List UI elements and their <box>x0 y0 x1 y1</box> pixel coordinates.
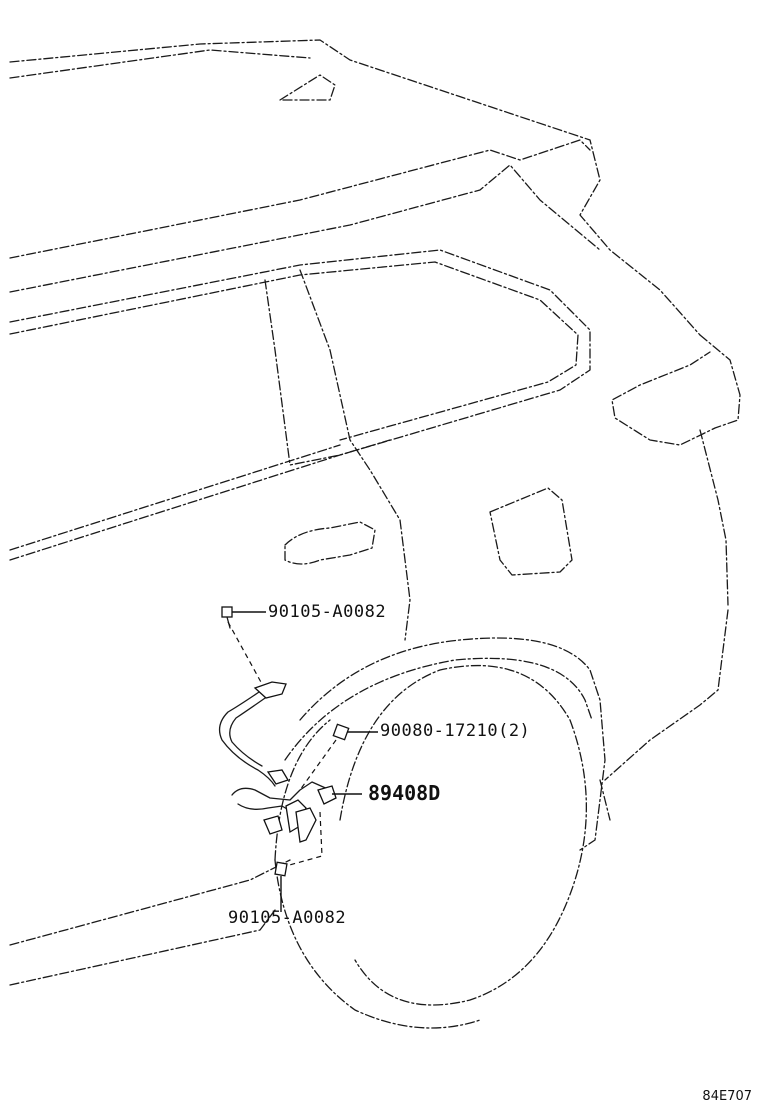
bolt-lower-shape <box>274 861 288 877</box>
callout-clip: 90080-17210(2) <box>380 721 531 741</box>
bolt-upper-shape <box>221 606 233 629</box>
vehicle-outline <box>9 39 741 1029</box>
illustration-code: 84E707 <box>702 1089 752 1104</box>
wheel-speed-sensor-harness <box>218 681 337 843</box>
leader-lines <box>227 611 378 912</box>
callout-bolt-lower: 90105-A0082 <box>228 908 347 928</box>
callout-sensor: 89408D <box>368 781 441 805</box>
clip-shape <box>332 723 350 741</box>
callout-bolt-upper: 90105-A0082 <box>268 602 387 622</box>
